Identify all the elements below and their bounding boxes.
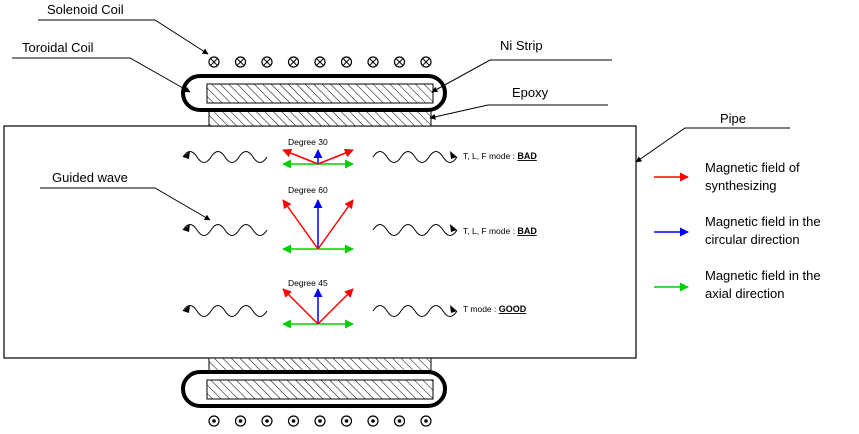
guided-wave-icon (372, 224, 458, 236)
synthesizing-arrow (282, 148, 319, 165)
label-ni-strip: Ni Strip (500, 38, 543, 53)
cross-in-circle-icon (340, 56, 353, 68)
label-solenoid-coil: Solenoid Coil (47, 2, 124, 17)
legend-text-synthesizing-2: synthesizing (705, 178, 777, 193)
legend-text-synthesizing-1: Magnetic field of (705, 160, 800, 175)
guided-wave-icon (182, 305, 268, 317)
label-epoxy: Epoxy (512, 85, 549, 100)
leader-solenoid-coil (38, 19, 209, 55)
degree-label: Degree 60 (288, 185, 328, 195)
synthesizing-arrow (317, 199, 354, 250)
label-guided-wave: Guided wave (52, 170, 128, 185)
row-1: Degree 30 T, L, F mode : BAD (288, 137, 537, 161)
synthesizing-arrow (282, 199, 319, 250)
guided-wave-icon (182, 224, 268, 236)
top-sensor (181, 56, 447, 127)
legend-text-circular-1: Magnetic field in the (705, 214, 821, 229)
dot-in-circle-icon (340, 415, 353, 427)
cross-in-circle-icon (393, 56, 406, 68)
dot-in-circle-icon (208, 415, 220, 427)
leader-guided-wave (40, 187, 211, 221)
mode-text: T mode : (463, 304, 499, 314)
mode-text: T, L, F mode : (463, 151, 517, 161)
mode-label: T, L, F mode : BAD (463, 226, 537, 236)
label-pipe: Pipe (720, 111, 746, 126)
guided-wave-icon (372, 305, 458, 317)
dot-in-circle-icon (420, 415, 432, 427)
mode-verdict: BAD (517, 151, 537, 161)
dot-in-circle-icon (393, 415, 406, 427)
cross-in-circle-icon (261, 56, 273, 68)
synthesizing-arrow (317, 148, 354, 165)
mode-text: T, L, F mode : (463, 226, 517, 236)
degree-label: Degree 45 (288, 278, 328, 288)
synthesizing-arrow (282, 288, 319, 325)
cross-in-circle-icon (367, 56, 379, 68)
leader-toroidal-coil (12, 57, 191, 93)
dot-in-circle-icon (234, 415, 247, 427)
guided-waves (182, 151, 458, 317)
cross-in-circle-icon (314, 56, 326, 68)
cross-in-circle-icon (420, 56, 432, 68)
leader-pipe (635, 127, 790, 163)
bottom-sensor (181, 357, 447, 427)
dot-in-circle-icon (261, 415, 273, 427)
guided-wave-icon (182, 151, 268, 163)
synthesizing-arrow (317, 288, 354, 325)
leader-ni-strip (431, 59, 612, 93)
row-2: Degree 60 T, L, F mode : BAD (288, 185, 537, 236)
cross-in-circle-icon (287, 56, 300, 68)
leader-epoxy (429, 104, 608, 120)
bottom-ni-strip (206, 379, 434, 400)
pipe-body (3, 125, 637, 359)
mode-verdict: GOOD (499, 304, 527, 314)
legend: Magnetic field of synthesizing Magnetic … (654, 160, 821, 301)
mode-verdict: BAD (517, 226, 537, 236)
label-toroidal-coil: Toroidal Coil (22, 40, 94, 55)
legend-text-axial-2: axial direction (705, 286, 785, 301)
solenoid-coil-cross-row (208, 56, 432, 68)
top-ni-strip (206, 83, 434, 104)
dot-in-circle-icon (287, 415, 300, 427)
callouts: Solenoid Coil Toroidal Coil Ni Strip Epo… (12, 2, 790, 221)
dot-in-circle-icon (314, 415, 326, 427)
mode-label: T, L, F mode : BAD (463, 151, 537, 161)
solenoid-coil-dot-row (208, 415, 432, 427)
legend-text-axial-1: Magnetic field in the (705, 268, 821, 283)
guided-wave-icon (372, 151, 458, 163)
row-3: Degree 45 T mode : GOOD (288, 278, 527, 314)
cross-in-circle-icon (208, 56, 220, 68)
cross-in-circle-icon (234, 56, 247, 68)
dot-in-circle-icon (367, 415, 379, 427)
field-vectors (282, 148, 354, 329)
degree-label: Degree 30 (288, 137, 328, 147)
mode-label: T mode : GOOD (463, 304, 527, 314)
legend-text-circular-2: circular direction (705, 232, 800, 247)
